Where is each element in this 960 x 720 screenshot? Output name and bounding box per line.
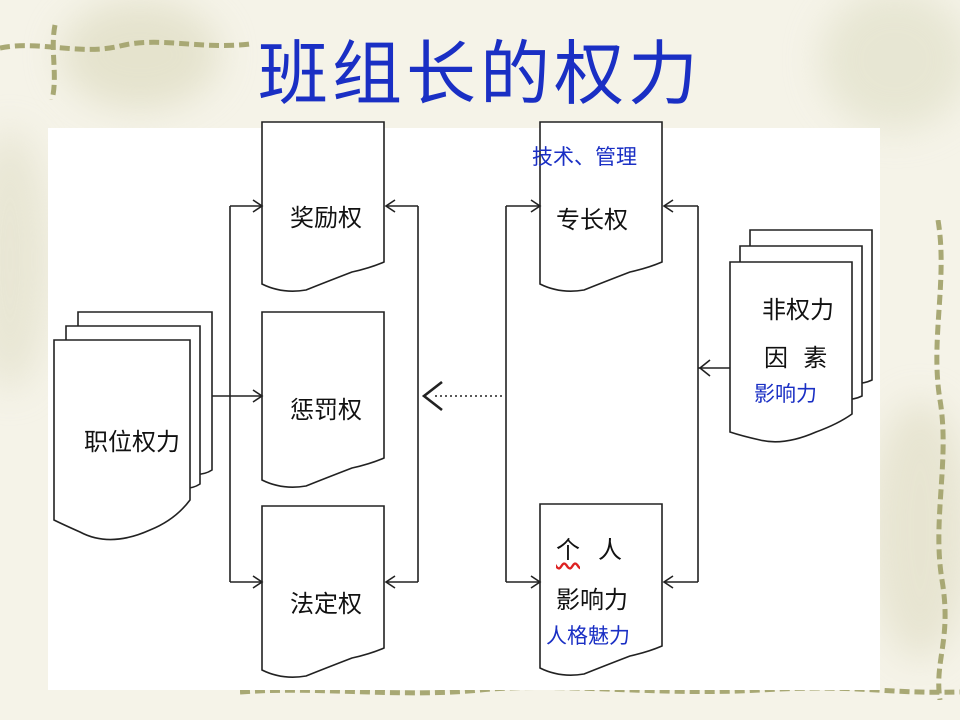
personal-power-doc [539,503,663,676]
punish-power-label: 惩罚权 [290,396,362,424]
expert-power-doc [539,121,663,292]
left-connectors [212,199,419,589]
right-connectors [505,199,730,589]
vine-decoration-top [0,24,251,100]
expert-power-label: 专长权 [556,206,628,234]
non-power-label-line2: 因 素 [764,344,828,372]
non-power-label-line1: 非权力 [762,296,834,324]
punish-power-doc [261,311,385,488]
slide-title: 班组长的权力 [258,33,702,115]
personal-power-label-line2: 影响力 [556,586,628,614]
personal-power-note: 人格魅力 [546,624,630,648]
personal-power-label-b: 人 [598,536,622,564]
legal-power-doc [261,505,385,678]
non-power-note: 影响力 [754,382,817,406]
position-power-label: 职位权力 [84,428,180,456]
expert-power-note: 技术、管理 [532,145,637,169]
legal-power-label: 法定权 [290,590,362,618]
reward-power-doc [261,121,385,292]
non-power-doc [729,229,873,443]
dotted-arrow [421,380,502,412]
personal-power-label-a: 个 [556,536,580,564]
vine-decoration-right [934,220,948,700]
background-blob [820,0,960,130]
position-power-doc [53,311,213,541]
background-blob [60,0,220,110]
reward-power-label: 奖励权 [290,204,362,232]
personal-power-char-ge: 个 [556,536,580,564]
